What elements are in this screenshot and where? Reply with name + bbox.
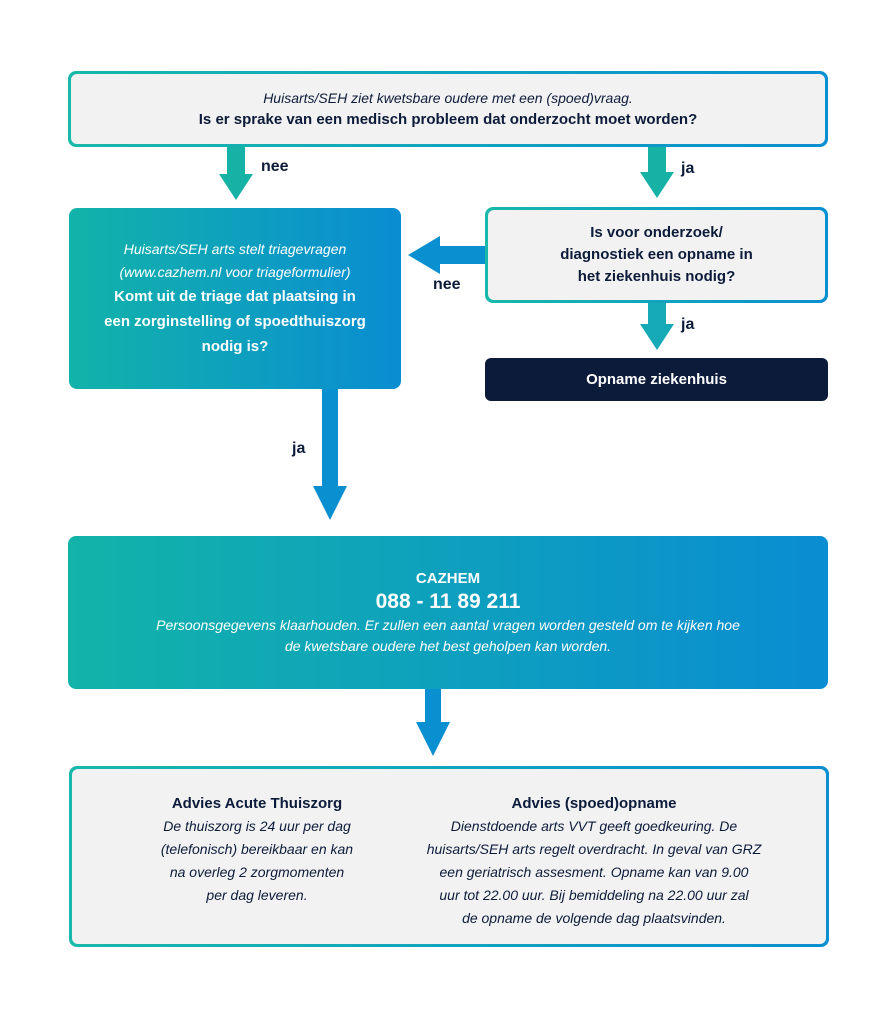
start-question-text: Is er sprake van een medisch probleem da… <box>198 110 698 128</box>
question-line-2: diagnostiek een opname in <box>560 246 753 263</box>
arrow-ja-down-1 <box>640 146 674 198</box>
advice-home-care-line: (telefonisch) bereikbaar en kan <box>160 841 354 857</box>
label-nee-2: nee <box>433 276 461 293</box>
advice-home-care: Advies Acute Thuiszorg De thuiszorg is 2… <box>112 793 402 907</box>
cazhem-box: CAZHEM 088 - 11 89 211 Persoonsgegevens … <box>68 536 828 689</box>
arrow-ja-down-2 <box>640 302 674 350</box>
cazhem-phone: 088 - 11 89 211 <box>375 589 521 613</box>
cazhem-title: CAZHEM <box>415 569 481 587</box>
label-ja-3: ja <box>292 440 306 457</box>
advice-admission: Advies (spoed)opname Dienstdoende arts V… <box>402 793 786 930</box>
start-context-text: Huisarts/SEH ziet kwetsbare oudere met e… <box>263 89 633 106</box>
hospital-question-box: Is voor onderzoek/ diagnostiek een opnam… <box>485 207 828 303</box>
start-question-box: Huisarts/SEH ziet kwetsbare oudere met e… <box>68 71 828 147</box>
advice-admission-line: een geriatrisch assesment. Opname kan va… <box>439 864 749 880</box>
question-line-1: Is voor onderzoek/ <box>590 224 723 241</box>
cazhem-line-2: de kwetsbare oudere het best geholpen ka… <box>284 637 612 654</box>
triage-line-4: een zorginstelling of spoedthuiszorg <box>104 313 366 330</box>
advice-home-care-line: na overleg 2 zorgmomenten <box>169 864 345 880</box>
advice-admission-line: de opname de volgende dag plaatsvinden. <box>462 910 726 926</box>
arrow-nee-left <box>408 236 488 274</box>
hospital-admission-label: Opname ziekenhuis <box>586 370 727 388</box>
triage-line-5: nodig is? <box>201 338 269 355</box>
advice-home-care-line: De thuiszorg is 24 uur per dag <box>163 818 351 834</box>
cazhem-line-1: Persoonsgegevens klaarhouden. Er zullen … <box>156 616 740 633</box>
arrow-nee-down <box>219 146 253 200</box>
label-nee-1: nee <box>261 158 289 175</box>
hospital-admission-box: Opname ziekenhuis <box>485 358 828 401</box>
triage-box: Huisarts/SEH arts stelt triagevragen (ww… <box>69 208 401 389</box>
label-ja-2: ja <box>681 316 695 333</box>
arrow-ja-down-3 <box>313 388 347 520</box>
advice-admission-title: Advies (spoed)opname <box>511 795 677 812</box>
triage-line-2: (www.cazhem.nl voor triageformulier) <box>119 264 351 280</box>
question-line-3: het ziekenhuis nodig? <box>577 268 736 285</box>
advice-admission-line: huisarts/SEH arts regelt overdracht. In … <box>426 841 762 857</box>
advice-home-care-line: per dag leveren. <box>206 887 308 903</box>
label-ja-1: ja <box>681 160 695 177</box>
advice-home-care-title: Advies Acute Thuiszorg <box>171 795 343 812</box>
advice-box: Advies Acute Thuiszorg De thuiszorg is 2… <box>69 766 829 947</box>
advice-admission-line: Dienstdoende arts VVT geeft goedkeuring.… <box>450 818 738 834</box>
arrow-down-advice <box>416 688 450 756</box>
triage-line-1: Huisarts/SEH arts stelt triagevragen <box>123 241 347 257</box>
triage-line-3: Komt uit de triage dat plaatsing in <box>114 288 356 305</box>
advice-admission-line: uur tot 22.00 uur. Bij bemiddeling na 22… <box>439 887 749 903</box>
